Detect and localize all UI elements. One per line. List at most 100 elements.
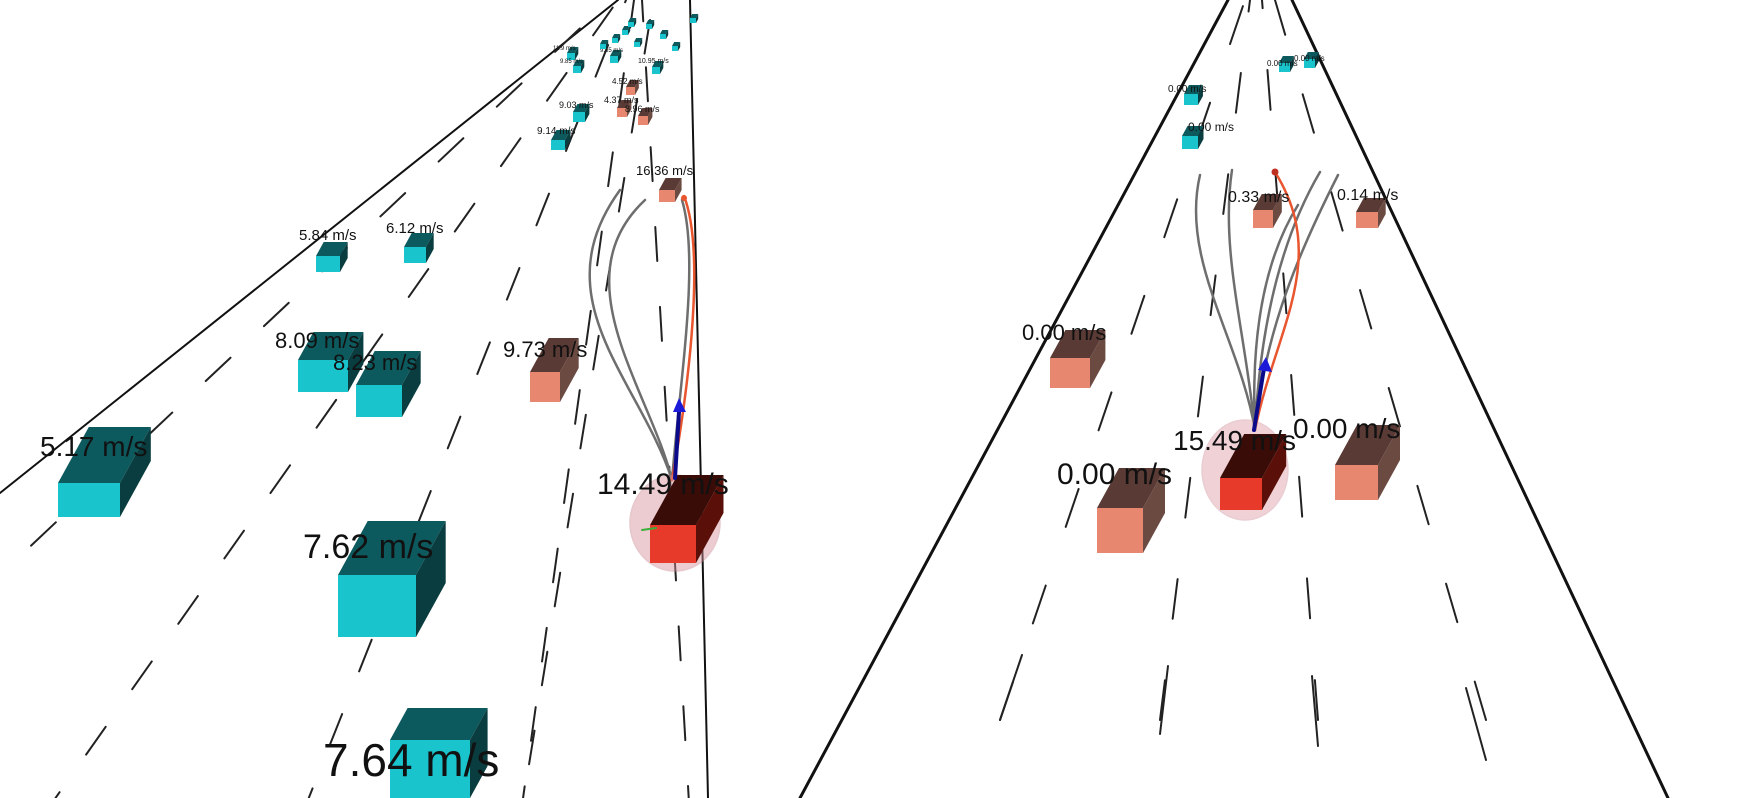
road-edge-right [1290,0,1670,798]
left-vehicles: 7.64 m/s7.62 m/s5.17 m/s8.09 m/s8.23 m/s… [40,14,729,798]
vehicle-front-face [610,56,618,63]
vehicle-box [567,47,579,60]
lane-divider [54,0,619,798]
vehicle-top-face [659,178,682,190]
left-road-lines [0,0,709,798]
vehicle-side-face [1198,85,1203,105]
vehicle-box [1304,52,1319,68]
vehicle-top-face [356,351,421,385]
vehicle-front-face [58,483,120,517]
selected-path [1253,170,1300,432]
vehicle-speed-label: 0.00 m/s [1188,120,1234,134]
vehicle-front-face [628,22,634,27]
vehicle-side-face [618,34,621,43]
vehicle-front-face [1356,212,1378,228]
vehicle-box [573,104,590,122]
vehicle-front-face [573,112,585,122]
vehicle-front-face [650,525,696,563]
lane-divider [999,654,1023,721]
vehicle-side-face [340,242,348,272]
ego-vehicle-box [1220,434,1287,510]
ego-vehicle-box [650,475,724,563]
vehicle-top-face [650,475,724,525]
vehicle-front-face [612,38,618,43]
vehicle-side-face [1378,198,1386,228]
vehicle-top-face [1182,126,1204,136]
vehicle-top-face [672,42,681,46]
vehicle-box [298,332,364,392]
vehicle-box [338,521,446,637]
vehicle-top-face [600,40,609,44]
vehicle-side-face [1090,330,1106,388]
vehicle-front-face [316,256,340,272]
vehicle-side-face [696,14,699,23]
vehicle-front-face [530,372,560,402]
vehicle-side-face [635,80,639,95]
vehicle-box [356,351,421,417]
vehicle-top-face [617,100,632,108]
lane-divider [0,0,611,577]
vehicle-box [626,80,639,95]
vehicle-top-face [58,427,151,483]
vehicle-top-face [1050,330,1106,358]
vehicle-top-face [1220,434,1287,478]
vehicle-front-face [617,108,627,117]
vehicle-speed-label: 4.52 m/s [612,77,643,86]
vehicle-top-face [652,61,664,67]
vehicle-front-face [551,140,565,150]
lane-divider [1465,687,1487,761]
vehicle-box [530,338,579,402]
distant-vehicle-box [690,14,699,23]
vehicle-speed-label: 0.00 m/s [1294,54,1325,63]
vehicle-side-face [666,30,669,39]
vehicle-top-face [1253,194,1282,210]
vehicle-front-face [338,575,416,637]
vehicle-speed-label: 9.73 m/s [503,337,587,362]
vehicle-side-face [575,47,579,60]
vehicle-speed-label: 11.9 m/s [553,46,576,52]
vehicle-side-face [660,61,664,74]
vehicle-box [1097,468,1165,553]
vehicle-side-face [416,521,446,637]
heading-arrow-head [673,398,686,412]
vehicle-side-face [585,104,590,122]
vehicle-box [316,242,348,272]
vehicle-speed-label: 10.95 m/s [638,58,669,65]
vehicle-front-face [1184,94,1198,105]
path-goal-point [681,195,687,201]
vehicle-top-face [316,242,348,256]
vehicle-top-face [551,130,571,140]
vehicle-front-face [1050,358,1090,388]
lane-divider [1159,665,1169,735]
candidate-path [670,198,691,482]
lane-divider [1261,0,1319,721]
vehicle-top-face [626,80,639,87]
vehicle-speed-label: 0.00 m/s [1022,320,1106,345]
vehicle-top-face [1304,52,1319,59]
vehicle-front-face [356,385,402,417]
vehicle-front-face [626,87,635,95]
vehicle-side-face [560,338,579,402]
vehicle-speed-label: 8.23 m/s [333,350,417,375]
vehicle-speed-label: 7.64 m/s [323,734,499,786]
vehicle-side-face [120,427,151,517]
vehicle-top-face [690,14,699,18]
vehicle-front-face [660,34,666,39]
vehicle-front-face [1097,508,1143,553]
heading-arrow-shaft [673,410,681,480]
vehicle-top-face [634,38,643,42]
vehicle-top-face [567,47,579,53]
distant-vehicle-box [600,40,609,49]
vehicle-front-face [1304,59,1315,68]
left-perspective-view: 7.64 m/s7.62 m/s5.17 m/s8.09 m/s8.23 m/s… [0,0,729,798]
distant-vehicle-box [646,20,655,29]
vehicle-speed-label: 8.96 m/s [625,104,660,114]
candidate-path [1253,203,1300,432]
vehicle-front-face [404,247,426,263]
distant-vehicle-box [612,34,621,43]
vehicle-side-face [1315,52,1319,68]
vehicle-side-face [640,38,643,47]
ego-marker [641,527,657,531]
